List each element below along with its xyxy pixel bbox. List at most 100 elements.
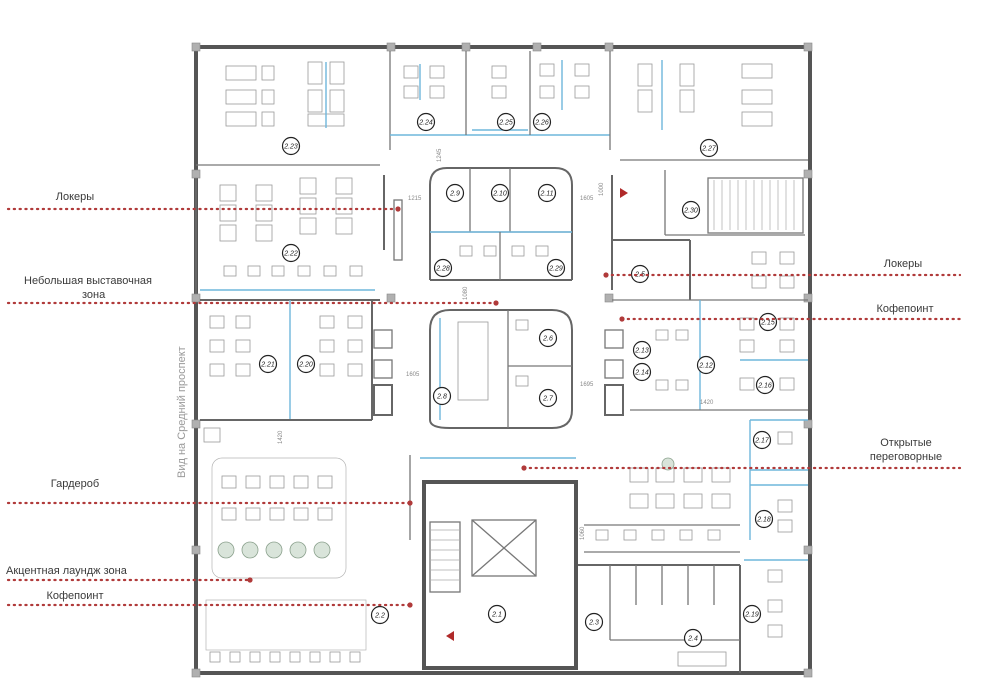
room-tag-circle [696,355,716,375]
rooms-2-21-2-20 [200,300,393,421]
room-tag-label: 2.2 [374,613,385,620]
label-lounge: Акцентная лаундж зона [6,564,127,578]
room-tag-circle [432,386,452,406]
room-tag-2-17: 2.17 [752,430,772,450]
room-tag-label: 2.11 [539,191,553,198]
label-meeting-line2: переговорные [869,451,943,463]
room-tag-circle [537,183,557,203]
room-tag-label: 2.20 [298,362,313,369]
room-tag-2-7: 2.7 [538,388,558,408]
dimension-label: 1605 [580,196,594,202]
label-lounge-text: Акцентная лаундж зона [6,565,127,577]
dimension-label: 1060 [580,526,586,540]
label-right-lockers-text: Локеры [883,258,923,270]
columns [191,42,813,678]
callout-dot-exhibition [493,300,499,306]
room-tag-label: 2.18 [756,517,771,524]
room-tag-2-5: 2.5 [630,264,650,284]
label-right-coffee: Кофепоинт [860,302,950,316]
label-wardrobe-text: Гардероб [50,478,100,490]
callout-lines [6,206,962,608]
callout-dot-right-coffee [619,316,625,322]
room-tag-label: 2.19 [744,612,759,619]
room-tag-circle [281,136,301,156]
room-tag-2-30: 2.30 [681,200,701,220]
room-tag-circle [496,112,516,132]
lounge-area [203,427,367,663]
room-tag-2-24: 2.24 [416,112,436,132]
room-tag-circle [538,388,558,408]
callout-dot-wardrobe [407,500,413,506]
room-tag-label: 2.29 [548,266,563,273]
room-tag-2-16: 2.16 [755,375,775,395]
room-tag-2-4: 2.4 [683,628,703,648]
room-tag-circle [546,258,566,278]
room-2-22 [200,175,403,301]
label-right-lockers: Локеры [868,257,938,271]
dimension-label: 1245 [437,148,443,162]
room-tag-circle [281,243,301,263]
label-exhibition-line2: зона [82,289,106,301]
room-tag-2-8: 2.8 [432,386,452,406]
room-tag-circle [632,340,652,360]
label-exhibition-line1: Небольшая выставочная [24,275,152,287]
room-tag-circle [490,183,510,203]
room-tag-circle [445,183,465,203]
callout-dot-left-coffee [407,602,413,608]
label-left-lockers: Локеры [40,190,110,204]
dimension-label: 1695 [580,382,594,388]
room-tag-circle [699,138,719,158]
open-meeting-area [584,457,740,553]
room-tag-2-11: 2.11 [537,183,557,203]
room-tag-label: 2.3 [588,620,599,627]
room-tag-label: 2.27 [701,146,717,153]
room-tag-label: 2.22 [283,251,298,258]
room-tag-2-22: 2.22 [281,243,301,263]
room-tag-2-14: 2.14 [632,362,652,382]
right-rooms [604,170,808,540]
room-tag-label: 2.7 [542,396,554,403]
room-tags: 2.1 2.2 2.3 2.4 2.5 2.6 2.7 2.8 2.9 2.10 2.11 2.12 2… [258,112,778,648]
callout-dot-lounge [247,577,253,583]
room-tag-2-26: 2.26 [532,112,552,132]
room-tag-circle [754,509,774,529]
room-tag-circle [258,354,278,374]
room-tag-circle [532,112,552,132]
room-tag-2-23: 2.23 [281,136,301,156]
room-tag-2-21: 2.21 [258,354,278,374]
callout-dot-right-lockers [603,272,609,278]
room-tag-2-19: 2.19 [742,604,762,624]
room-tag-circle [584,612,604,632]
room-tag-2-10: 2.10 [490,183,510,203]
room-tag-circle [487,604,507,624]
room-tag-label: 2.26 [534,120,549,127]
label-wardrobe: Гардероб [30,477,120,491]
restrooms [575,559,808,673]
room-tag-label: 2.14 [634,370,649,377]
room-tag-circle [752,430,772,450]
core-2-1 [409,455,578,670]
room-tag-label: 2.23 [283,144,298,151]
room-tag-label: 2.13 [634,348,649,355]
room-tag-circle [758,312,778,332]
room-tag-2-25: 2.25 [496,112,516,132]
room-tag-2-18: 2.18 [754,509,774,529]
room-tag-2-9: 2.9 [445,183,465,203]
dimension-label: 1605 [406,372,420,378]
room-tag-circle [416,112,436,132]
callout-dot-meeting [521,465,527,471]
room-tag-label: 2.21 [260,362,275,369]
room-tag-label: 2.10 [492,191,507,198]
callout-dot-left-lockers [395,206,401,212]
room-tag-circle [433,258,453,278]
room-tag-label: 2.1 [491,612,502,619]
room-tag-2-6: 2.6 [538,328,558,348]
room-tag-2-28: 2.28 [433,258,453,278]
room-tag-label: 2.9 [449,191,460,198]
room-tag-2-12: 2.12 [696,355,716,375]
label-meeting-line1: Открытые [880,437,932,449]
room-tag-circle [632,362,652,382]
room-tag-2-27: 2.27 [699,138,719,158]
